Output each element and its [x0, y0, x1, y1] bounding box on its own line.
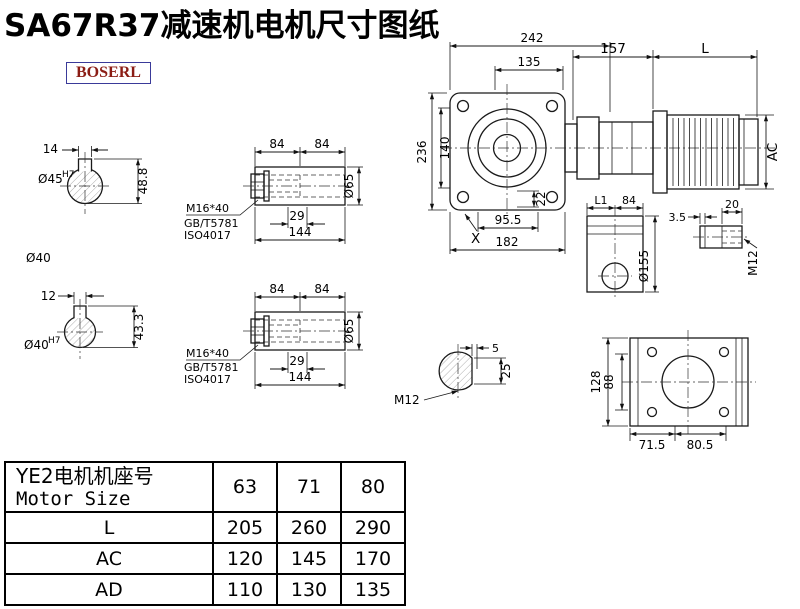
dim-key-22: 22: [534, 191, 548, 206]
dim-key-width-45: 14: [43, 142, 58, 156]
dim-sleeve-bot-144: 144: [289, 370, 312, 384]
view-key-section: 5 25 M12: [394, 342, 513, 407]
callout-bolt-top: M16*40: [186, 202, 229, 215]
table-header-row: YE2电机机座号 Motor Size 63 71 80: [4, 461, 406, 513]
frame-size-71: 71: [276, 461, 342, 513]
label-tap-m12-side: M12: [746, 250, 760, 276]
dim-bottom-71-5: 71.5: [639, 438, 666, 452]
view-sleeve-top: 84 84 29 144 Ø65 M16*40 GB/T5781 ISO4017: [184, 137, 363, 244]
dim-sleeve-top-84a: 84: [269, 137, 284, 151]
dim-inner-height-140: 140: [438, 137, 452, 160]
label-bore-40-tolerance: H7: [48, 336, 61, 346]
dim-key-width-40: 12: [41, 289, 56, 303]
dim-sleeve-bot-84b: 84: [314, 282, 329, 296]
dim-inner-width: 135: [518, 55, 541, 69]
callout-std2-top: ISO4017: [184, 229, 231, 242]
dim-sleeve-bot-84a: 84: [269, 282, 284, 296]
cell-L-63: 205: [212, 511, 278, 544]
motor-size-header-cell: YE2电机机座号 Motor Size: [4, 461, 214, 513]
dim-sleeve-top-84b: 84: [314, 137, 329, 151]
view-side: L1 84 3.5 20 Ø155 M12: [586, 194, 760, 300]
motor-size-table: YE2电机机座号 Motor Size 63 71 80 L 205 260 2…: [4, 461, 406, 606]
label-tap-m12-key: M12: [394, 393, 420, 407]
dim-sleeve-bot-29: 29: [289, 354, 304, 368]
dim-sleeve-top-dia: Ø65: [342, 174, 356, 199]
callout-bolt-bottom: M16*40: [186, 347, 229, 360]
cell-L-80: 290: [340, 511, 406, 544]
row-label-L: L: [4, 511, 214, 544]
table-row-L: L 205 260 290: [4, 511, 406, 544]
brand-logo: BOSERL: [66, 62, 151, 84]
label-od-40: Ø40: [26, 251, 51, 265]
cell-AD-71: 130: [276, 573, 342, 606]
label-bore-40: Ø40: [24, 338, 49, 352]
page-title: SA67R37减速机电机尺寸图纸: [4, 8, 440, 44]
cell-AC-71: 145: [276, 542, 342, 575]
dim-side-84: 84: [622, 194, 636, 207]
callout-std1-bottom: GB/T5781: [184, 361, 239, 374]
label-x-mark: X: [471, 231, 480, 247]
callout-std2-bottom: ISO4017: [184, 373, 231, 386]
cell-L-71: 260: [276, 511, 342, 544]
table-row-AD: AD 110 130 135: [4, 573, 406, 606]
dim-motor-od-AC: AC: [765, 143, 781, 161]
view-shaft-section-45: 14 Ø45 H7 48.8 Ø40: [26, 142, 150, 265]
cell-AC-80: 170: [340, 542, 406, 575]
label-bore-45-tolerance: H7: [62, 170, 75, 180]
dim-plate-3-5: 3.5: [669, 211, 687, 224]
dim-bottom-80-5: 80.5: [687, 438, 714, 452]
motor-size-label-cn: YE2电机机座号: [16, 464, 154, 488]
dim-height-236: 236: [415, 141, 429, 164]
cell-AD-80: 135: [340, 573, 406, 606]
callout-std1-top: GB/T5781: [184, 217, 239, 230]
dim-key-offset-5: 5: [492, 342, 499, 355]
dim-foot-95-5: 95.5: [495, 213, 522, 227]
view-bottom: 128 88 71.5 80.5: [589, 330, 756, 452]
dim-L1: L1: [594, 194, 607, 207]
dim-key-depth-45: 48.8: [136, 168, 150, 195]
label-bore-45: Ø45: [38, 172, 63, 186]
dim-base-182: 182: [496, 235, 519, 249]
dim-tab-20: 20: [725, 198, 739, 211]
row-label-AC: AC: [4, 542, 214, 575]
dim-flange-dia-155: Ø155: [637, 250, 651, 282]
frame-size-80: 80: [340, 461, 406, 513]
motor-size-label-en: Motor Size: [16, 488, 131, 510]
dim-adapter-length: 157: [600, 41, 626, 57]
dim-total-width: 242: [521, 31, 544, 45]
dim-sleeve-top-144: 144: [289, 225, 312, 239]
view-sleeve-bottom: 84 84 29 144 Ø65 M16*40 GB/T5781 ISO4017: [184, 282, 363, 389]
row-label-AD: AD: [4, 573, 214, 606]
table-row-AC: AC 120 145 170: [4, 542, 406, 575]
view-front: 242 135 157 L 236 140 AC 22 95.5 X: [415, 31, 781, 254]
dim-motor-length: L: [701, 41, 709, 57]
view-shaft-section-40: 12 Ø40 H7 43.3: [24, 289, 146, 359]
frame-size-63: 63: [212, 461, 278, 513]
dim-key-depth-40: 43.3: [132, 314, 146, 341]
cell-AC-63: 120: [212, 542, 278, 575]
dim-bottom-88: 88: [602, 374, 616, 389]
dim-sleeve-bot-dia: Ø65: [342, 319, 356, 344]
cell-AD-63: 110: [212, 573, 278, 606]
dim-flat-25: 25: [499, 363, 513, 378]
dim-sleeve-top-29: 29: [289, 209, 304, 223]
dim-bottom-128: 128: [589, 371, 603, 394]
